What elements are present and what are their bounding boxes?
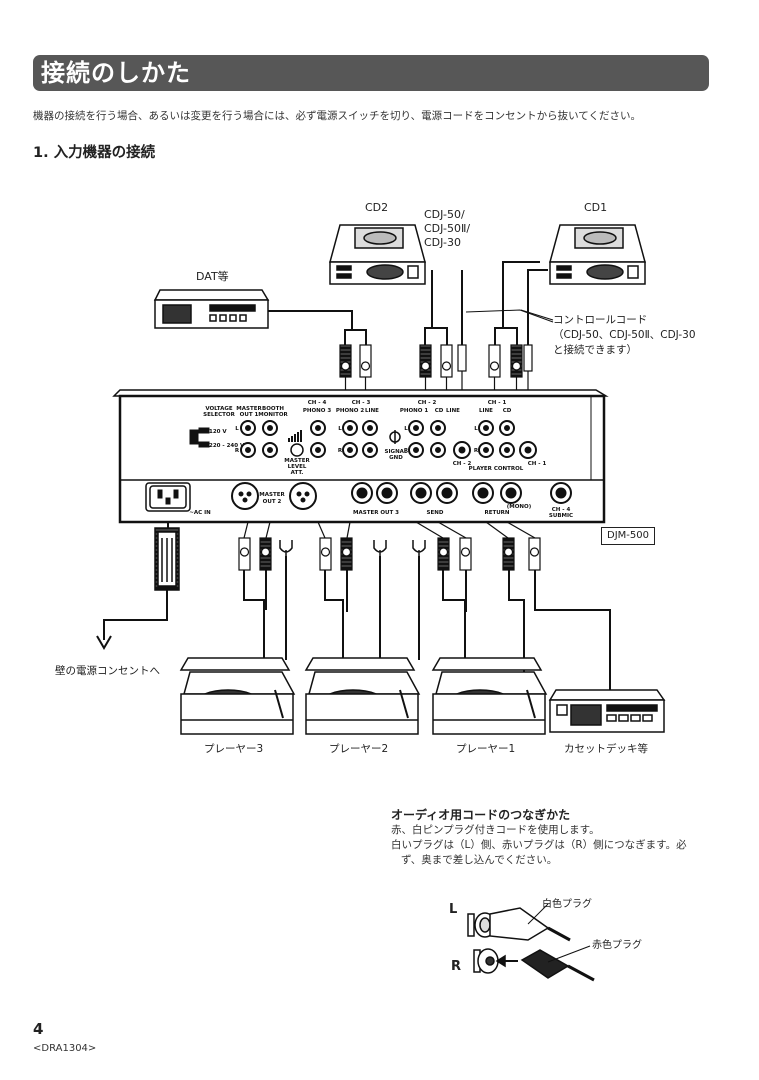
arrow-down-icon: [96, 635, 112, 650]
panel-booth: BOOTH: [262, 406, 284, 412]
cdj-model-line-3: CDJ-30: [424, 236, 461, 249]
cdj-model-line-1: CDJ-50/: [424, 208, 465, 221]
panel-to-plug-lines: [243, 521, 536, 539]
plug-l-label: L: [449, 902, 458, 917]
audio-cord-text: 赤、白ピンプラグ付きコードを使用します。 白いプラグは（L）側、赤いプラグは（R…: [391, 824, 687, 866]
panel-ch4-submic: CH - 4: [552, 507, 571, 513]
panel-l-2: L: [338, 426, 342, 432]
panel-l-4: L: [474, 426, 478, 432]
white-plug-label: 白色プラグ: [542, 899, 592, 910]
panel-send: SEND: [427, 510, 444, 516]
page-number: 4: [33, 1020, 44, 1038]
panel-level: LEVEL: [288, 464, 307, 470]
panel-ch4: CH - 4: [308, 400, 327, 406]
panel-voltage: VOLTAGE: [205, 406, 233, 412]
cassette-label: カセットデッキ等: [564, 743, 648, 755]
cd1-label: CD1: [584, 201, 608, 214]
panel-ch1-small: CH - 1: [528, 461, 547, 467]
mixer-rear-panel: [112, 389, 609, 524]
cassette-deck-illustration: [548, 689, 666, 733]
panel-submic: SUBMIC: [549, 513, 573, 519]
panel-r-1: R: [235, 448, 240, 454]
title-banner: 接続のしかた: [33, 55, 709, 91]
dat-label: DAT等: [196, 270, 229, 283]
ground-lugs: [279, 540, 426, 556]
cd1-player-illustration: [549, 224, 646, 285]
panel-return: RETURN: [484, 510, 509, 516]
wall-outlet-label: 壁の電源コンセントへ: [55, 665, 160, 677]
cd2-player-illustration: [329, 224, 426, 285]
dat-deck-illustration: [153, 289, 270, 329]
lower-rca-plugs: [238, 537, 541, 571]
panel-l-1: L: [235, 426, 239, 432]
panel-monitor: MONITOR: [258, 412, 288, 418]
audio-cord-title: オーディオ用コードのつなぎかた: [391, 808, 571, 822]
panel-ch2: CH - 2: [418, 400, 437, 406]
panel-phono1: PHONO 1: [400, 408, 429, 414]
panel-r-3: R: [404, 448, 409, 454]
panel-ch1: CH - 1: [488, 400, 507, 406]
panel-line-ch2: LINE: [446, 408, 460, 414]
panel-phono2: PHONO 2: [336, 408, 365, 414]
panel-labels: VOLTAGE SELECTOR MASTER OUT 1 BOOTH MONI…: [189, 400, 573, 519]
panel-l-3: L: [404, 426, 408, 432]
panel-gnd: GND: [389, 455, 403, 461]
panel-220v: 220 - 240 V: [209, 443, 245, 449]
turntable-1-illustration: [431, 657, 548, 735]
panel-master-out3: MASTER OUT 3: [353, 510, 399, 516]
panel-out2: OUT 2: [263, 499, 282, 505]
page-title: 接続のしかた: [41, 59, 191, 87]
red-plug-label: 赤色プラグ: [592, 940, 642, 951]
panel-att: ATT.: [291, 470, 304, 476]
panel-master: MASTER: [236, 406, 262, 412]
control-cord-note: コントロールコード （CDJ-50、CDJ-50Ⅱ、CDJ-30 と接続できます…: [553, 314, 696, 356]
panel-phono3: PHONO 3: [303, 408, 332, 414]
plug-r-label: R: [451, 959, 462, 974]
player1-label: プレーヤー1: [456, 743, 516, 755]
section-heading: 1. 入力機器の接続: [33, 145, 156, 161]
player3-label: プレーヤー3: [204, 743, 264, 755]
top-rca-plugs: [339, 344, 533, 390]
plug-detail-illustration: [467, 903, 595, 982]
turntable-2-illustration: [304, 657, 421, 735]
panel-ac-in: ~AC IN: [189, 510, 211, 516]
intro-text: 機器の接続を行う場合、あるいは変更を行う場合には、必ず電源スイッチを切り、電源コ…: [33, 110, 641, 122]
panel-out1: OUT 1: [240, 412, 259, 418]
panel-line-ch1: LINE: [479, 408, 493, 414]
cdj-model-line-2: CDJ-50Ⅱ/: [424, 222, 471, 235]
turntable-3-illustration: [179, 657, 296, 735]
panel-cd-ch1: CD: [503, 408, 512, 414]
player2-label: プレーヤー2: [329, 743, 389, 755]
panel-master-out2: MASTER: [259, 492, 285, 498]
power-plug: [154, 527, 180, 591]
panel-master-level: MASTER: [284, 458, 310, 464]
panel-mono: (MONO): [507, 504, 532, 510]
panel-r-4: R: [474, 448, 479, 454]
panel-cd-ch2: CD: [435, 408, 444, 414]
panel-120v: 120 V: [209, 429, 227, 435]
panel-player-control: PLAYER CONTROL: [469, 466, 524, 472]
panel-ch3: CH - 3: [352, 400, 371, 406]
panel-signal: SIGNAL: [385, 449, 408, 455]
cables: [103, 261, 611, 690]
panel-r-2: R: [338, 448, 343, 454]
panel-line-ch3: LINE: [365, 408, 379, 414]
doc-code: <DRA1304>: [33, 1043, 97, 1054]
panel-ch2-small: CH - 2: [453, 461, 472, 467]
panel-selector: SELECTOR: [203, 412, 235, 418]
mixer-model-label: DJM-500: [601, 527, 655, 545]
cd2-label: CD2: [365, 201, 389, 214]
